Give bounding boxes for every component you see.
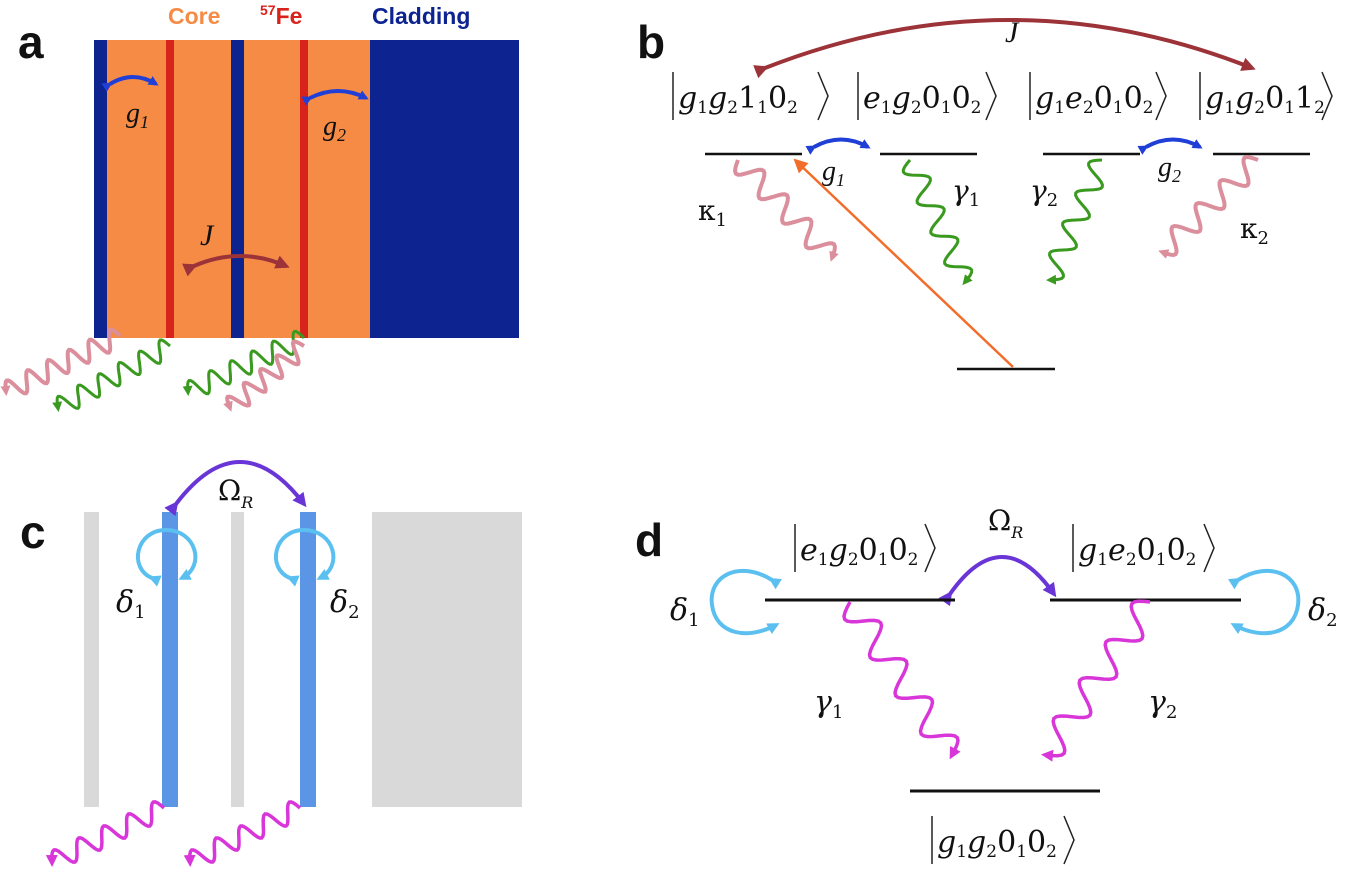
emission-wave-2 xyxy=(183,800,302,867)
emission-wave-1 xyxy=(45,800,166,867)
kappa1-decay xyxy=(733,159,839,262)
cladding-layer xyxy=(370,40,519,338)
panel-d: d ΩR e1g20102 g1e20102 g1g20102 δ1 δ2 γ1… xyxy=(635,504,1338,865)
gamma2-decay xyxy=(1046,158,1104,285)
panel-label-b: b xyxy=(637,16,665,68)
kappa1-label: κ1 xyxy=(698,194,727,231)
delta2-label-c: δ2 xyxy=(330,585,360,623)
delta2-arrow-c xyxy=(273,527,336,587)
header-fe-mass: 57 xyxy=(260,2,276,18)
photon-decay-wave-1 xyxy=(0,327,122,396)
gamma2-label-d: γ2 xyxy=(1148,685,1177,723)
resonant-layer-1 xyxy=(162,512,178,807)
j-label-a: J xyxy=(200,219,215,252)
fe-layer-1 xyxy=(166,40,174,338)
g2-coupling-arrow xyxy=(301,89,369,106)
header-core: Core xyxy=(168,3,220,29)
g1-label: g1 xyxy=(126,98,149,132)
j-coupling-arrow-b xyxy=(753,18,1256,79)
nuclear-decay-wave-1 xyxy=(52,338,171,412)
drive-arrow xyxy=(793,158,1014,368)
panel-label-d: d xyxy=(635,514,663,566)
grey-layer-1 xyxy=(84,512,99,807)
g2-label: g2 xyxy=(323,111,346,145)
gamma2-label-b: γ2 xyxy=(1030,174,1058,211)
delta2-label-d: δ2 xyxy=(1308,593,1338,631)
svg-text:e1g20102: e1g20102 xyxy=(800,533,918,570)
panel-c: c ΩR δ1 δ2 xyxy=(20,460,522,867)
panel-b: b J g1g21102 e1g20102 g1e20102 g1g20112 xyxy=(637,16,1333,371)
omega-arrow-c xyxy=(164,460,307,517)
ket-state-4: g1g20112 xyxy=(1199,71,1333,121)
delta1-arrow-c xyxy=(135,527,198,587)
g1-arrow-b xyxy=(805,137,871,155)
ket-state-right: g1e20102 xyxy=(1072,523,1215,573)
svg-text:g1e20102: g1e20102 xyxy=(1078,533,1196,570)
delta1-arrow-d xyxy=(709,569,782,636)
j-coupling-arrow xyxy=(182,254,290,277)
gamma1-decay xyxy=(901,159,974,286)
header-fe-symbol: Fe xyxy=(276,3,303,29)
photon-decay-wave-2 xyxy=(223,339,306,412)
g2-label-b: g2 xyxy=(1158,152,1181,186)
g1-label-b: g1 xyxy=(822,156,845,190)
ket-state-1: g1g21102 xyxy=(672,71,829,121)
ket-state-3: g1e20102 xyxy=(1029,71,1167,121)
gamma2-decay-d xyxy=(1041,599,1151,762)
resonant-layer-2 xyxy=(300,512,316,807)
panel-label-c: c xyxy=(20,506,46,558)
g1-coupling-arrow xyxy=(101,75,159,92)
gamma1-label-b: γ1 xyxy=(952,174,980,211)
svg-text:g1e20102: g1e20102 xyxy=(1035,81,1153,118)
svg-text:g1g20112: g1g20112 xyxy=(1205,81,1325,118)
header-cladding: Cladding xyxy=(372,3,470,29)
thin-cladding-2 xyxy=(231,40,244,338)
svg-text:g1g21102: g1g21102 xyxy=(678,81,798,118)
gamma1-decay-d xyxy=(842,601,961,760)
omega-arrow-d xyxy=(938,555,1057,607)
ket-state-ground: g1g20102 xyxy=(931,815,1075,865)
thin-cladding-1 xyxy=(94,40,107,338)
panel-a: a Core 57Fe Cladding g1 g2 J xyxy=(0,2,519,412)
ket-state-2: e1g20102 xyxy=(857,71,997,121)
omega-label-c: ΩR xyxy=(218,474,253,512)
header-fe: 57Fe xyxy=(260,2,302,29)
nuclear-decay-wave-2 xyxy=(182,329,306,396)
grey-cladding xyxy=(372,512,522,807)
svg-text:e1g20102: e1g20102 xyxy=(863,81,981,118)
j-label-b: J xyxy=(1005,16,1020,49)
kappa2-decay xyxy=(1158,154,1259,259)
g2-arrow-b xyxy=(1137,137,1203,155)
gamma1-label-d: γ1 xyxy=(814,685,843,723)
omega-label-d: ΩR xyxy=(988,504,1023,542)
svg-text:g1g20102: g1g20102 xyxy=(937,825,1057,862)
delta1-label-d: δ1 xyxy=(670,593,700,631)
fe-layer-2 xyxy=(300,40,308,338)
delta1-label-c: δ1 xyxy=(116,585,146,623)
panel-label-a: a xyxy=(18,16,44,68)
ket-state-left: e1g20102 xyxy=(794,523,936,573)
kappa2-label: κ2 xyxy=(1240,212,1269,249)
delta2-arrow-d xyxy=(1228,569,1301,636)
grey-layer-2 xyxy=(231,512,244,807)
